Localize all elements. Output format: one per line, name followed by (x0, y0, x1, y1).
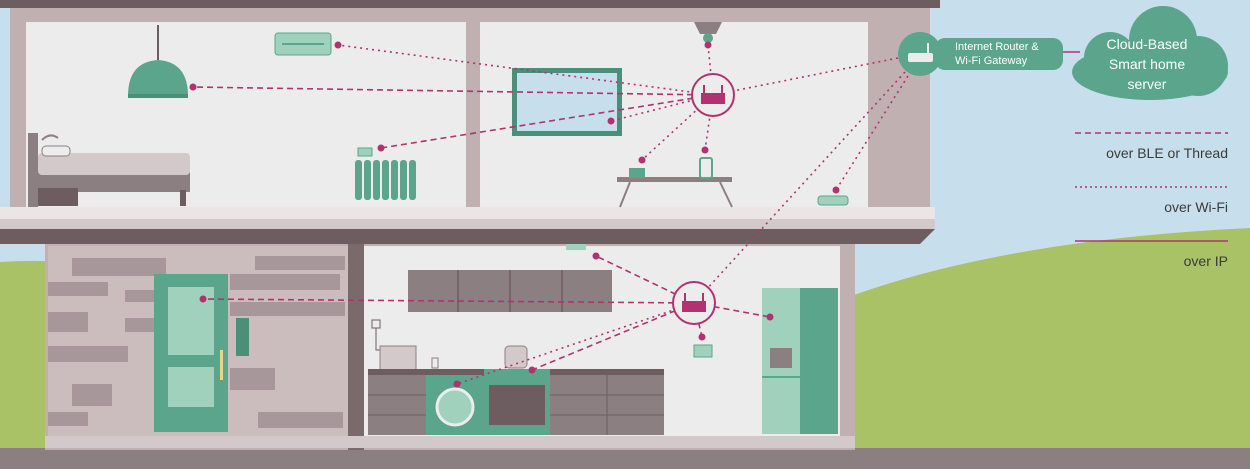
legend: over BLE or Thread over Wi-Fi over IP (1075, 132, 1228, 269)
cloud-label-line3: server (1128, 76, 1167, 92)
fridge-display (770, 348, 792, 368)
bed-headboard (28, 133, 38, 207)
wall-display-icon (693, 344, 713, 358)
lower-divider (348, 244, 364, 450)
roof (0, 0, 940, 8)
bed-base (38, 170, 190, 192)
pillow (41, 145, 71, 157)
microwave-icon (379, 345, 417, 371)
ceiling-camera-icon (694, 22, 722, 34)
thermostat-icon (357, 147, 373, 157)
radiator-icon (355, 160, 416, 200)
bedside-lamp-icon (41, 134, 59, 141)
cloud-label-line1: Cloud-Based (1107, 36, 1188, 52)
lower-hub (672, 281, 716, 325)
link-router-sensor (835, 75, 909, 191)
floor-slab-mid (0, 219, 935, 229)
internet-router (898, 32, 1063, 76)
smart-speaker-icon (629, 168, 645, 178)
floor-sensor-icon (817, 195, 849, 206)
link-endpoints (189, 41, 840, 388)
smoke-detector-icon (566, 244, 586, 250)
smart-plug-icon (371, 319, 381, 329)
upper-divider (466, 22, 480, 208)
bed-mattress (38, 153, 190, 175)
upper-hub (691, 73, 735, 117)
salt-shaker (431, 357, 439, 369)
ground (0, 448, 1250, 469)
pendant-lamp-icon (128, 60, 188, 96)
link-camera (707, 44, 714, 96)
coffee-table (617, 177, 732, 182)
floor-slab-top (0, 207, 935, 219)
link-speaker (641, 94, 714, 161)
door-panel-top (168, 287, 214, 355)
cloud-icon (1072, 6, 1228, 100)
router-label-line2: Wi-Fi Gateway (955, 55, 1028, 67)
grass-right (840, 228, 1250, 469)
cloud-label-line2: Smart home (1109, 56, 1185, 72)
link-lamp (192, 86, 714, 96)
lower-cabinet-left (368, 375, 426, 435)
legend-label-ble: over BLE or Thread (1106, 145, 1228, 161)
link-smoke (595, 255, 695, 304)
pot-icon (504, 345, 528, 369)
lower-floor (45, 436, 855, 448)
router-label-line1: Internet Router & (955, 41, 1039, 53)
link-door (202, 298, 695, 304)
floor-slab-bottom (0, 229, 935, 244)
door-panel-bottom (168, 367, 214, 407)
tablet-icon (699, 157, 713, 179)
legend-label-ip: over IP (1184, 253, 1228, 269)
legend-label-wifi: over Wi-Fi (1164, 199, 1228, 215)
link-router-upper-hub (712, 57, 899, 96)
link-radiator (380, 94, 714, 149)
tv-screen-icon (517, 73, 617, 131)
smart-lock-icon (236, 318, 249, 356)
door-handle (220, 350, 223, 380)
link-router-lower-hub (693, 71, 906, 304)
bed-drawer (38, 188, 78, 206)
